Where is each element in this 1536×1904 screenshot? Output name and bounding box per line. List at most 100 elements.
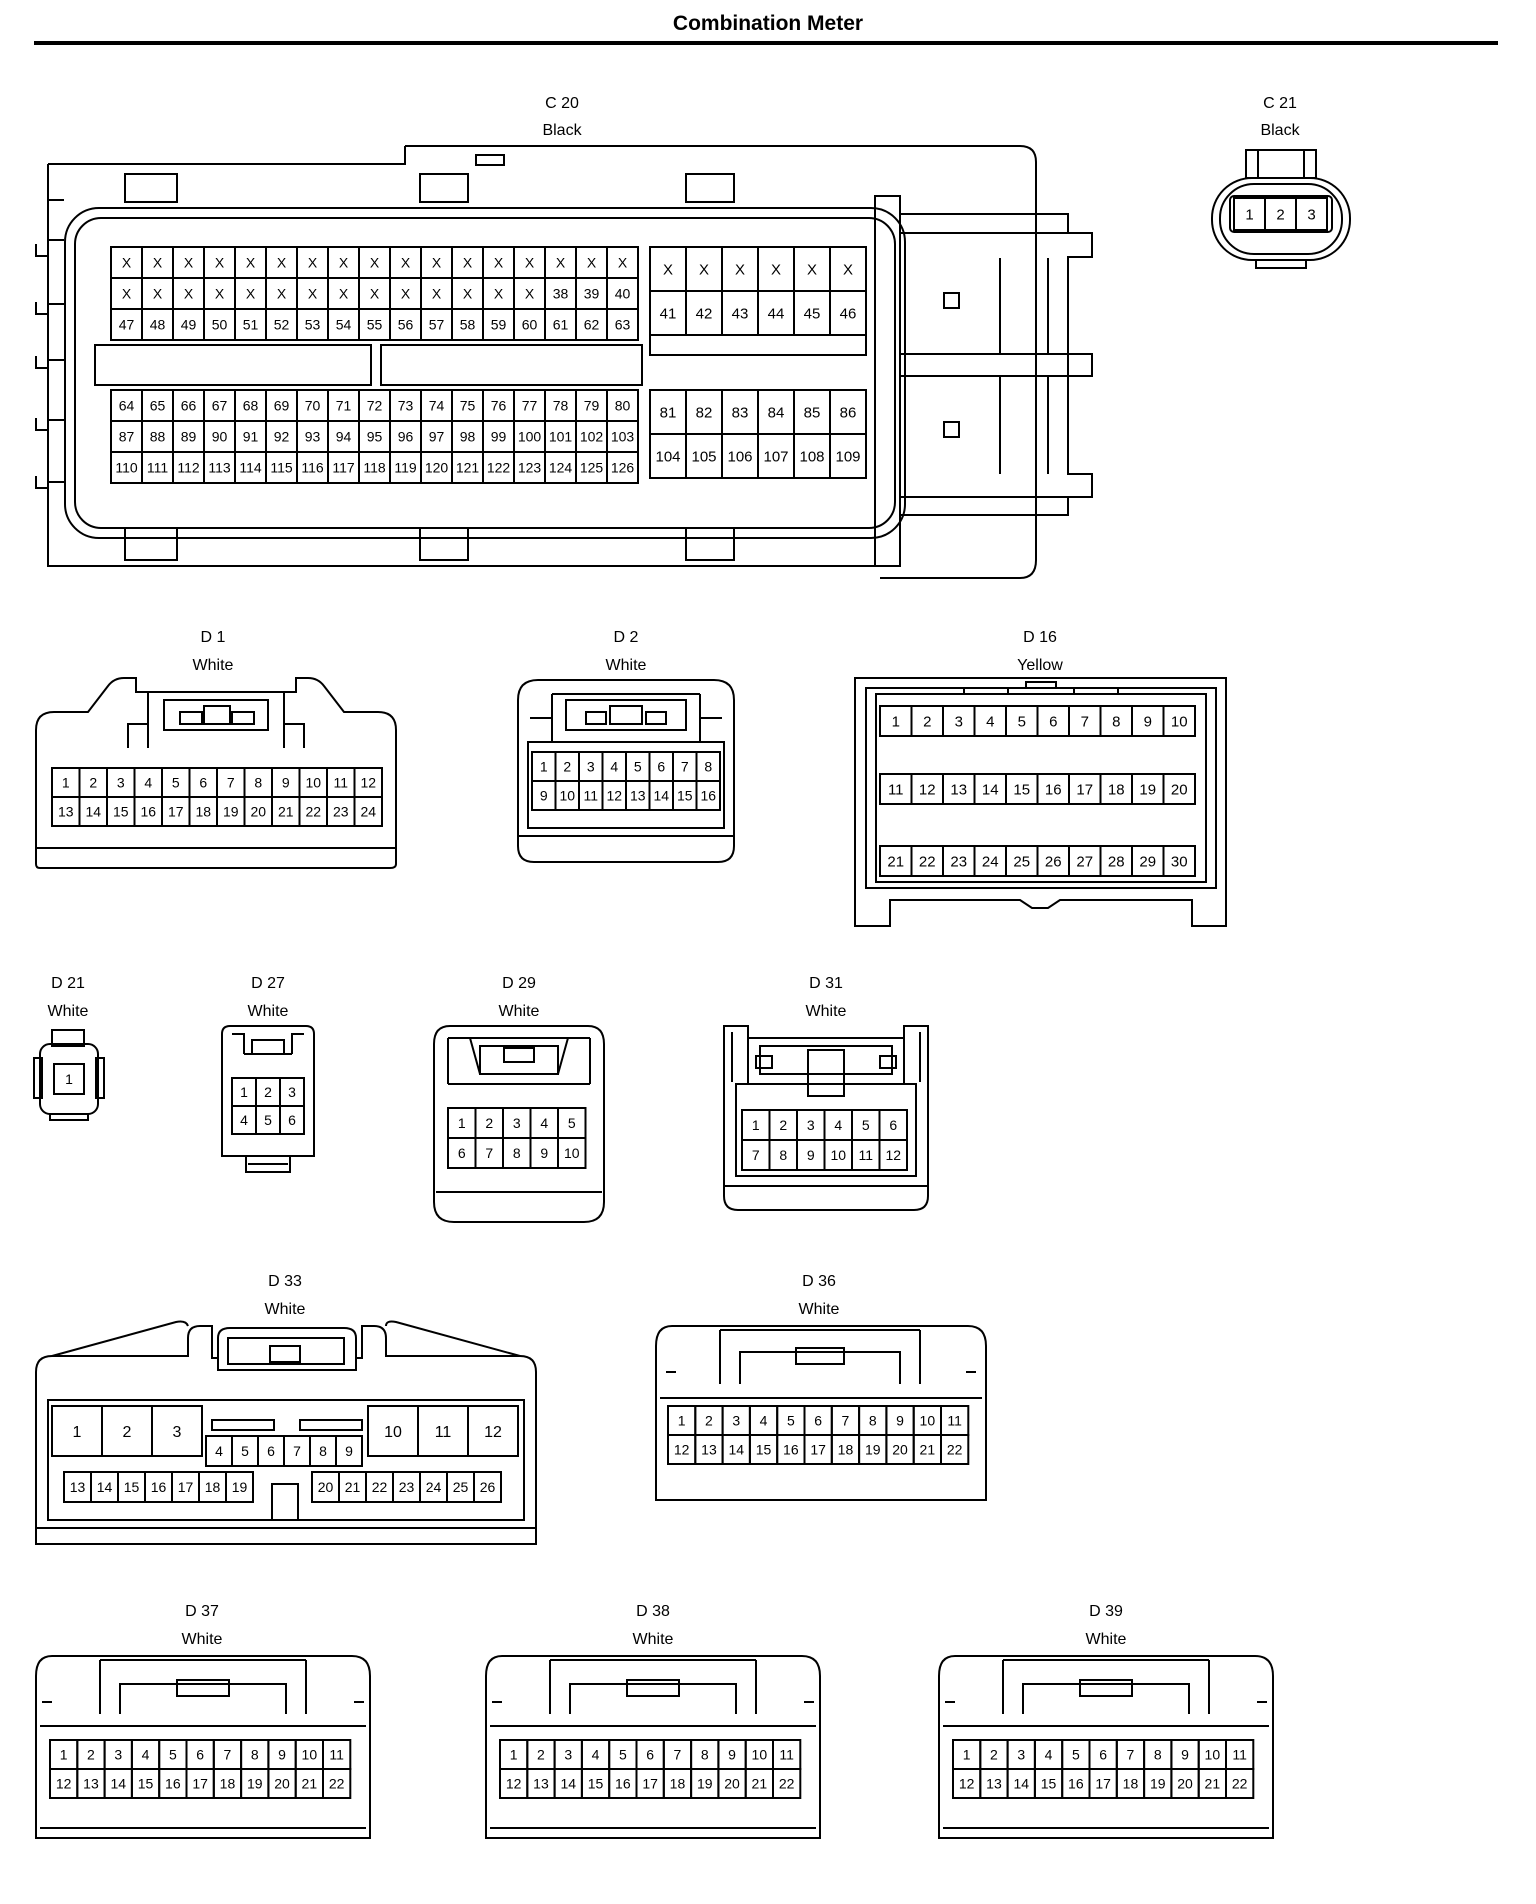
pin-label: 83 [732,404,749,421]
pin-label: 4 [142,1747,150,1763]
pin-label: 20 [250,804,266,820]
connector-d2-housing [517,679,735,863]
pin-unused-label: X [463,286,473,302]
pin-label: 91 [243,429,259,445]
housing-outline [490,1725,816,1829]
pin-label: 109 [835,448,860,465]
pin-label: 103 [611,429,635,445]
pin-label: 19 [247,1776,263,1792]
pin-unused-label: X [339,255,349,271]
pin-label: 6 [1099,1747,1107,1763]
pin-label: 116 [301,460,324,476]
pin-unused-label: X [122,255,132,271]
pin-label: 126 [611,460,635,476]
connector-color: White [633,1631,674,1648]
pin-label: 12 [674,1442,690,1458]
pin-label: 8 [513,1145,521,1161]
pin-label: 22 [1232,1776,1248,1792]
pin-label: 5 [172,775,180,791]
pin-label: 6 [657,759,665,775]
pin-label: 24 [360,804,376,820]
pin-label: 11 [435,1424,452,1441]
pin-label: 7 [227,775,235,791]
pin-label: 9 [540,1145,548,1161]
pin-label: 12 [360,775,376,791]
pin-label: 41 [660,305,677,322]
pin-label: 14 [982,781,999,798]
pin-unused-label: X [246,255,256,271]
pin-label: 52 [274,317,290,333]
connector-d38-housing [485,1655,821,1839]
housing-outline [485,1655,821,1839]
housing-outline [938,1655,1274,1839]
pin-label: 72 [367,398,383,414]
pin-label: 14 [110,1776,126,1792]
pin-grid-d21: 1 [53,1063,85,1095]
pin-label: 10 [830,1147,846,1163]
pin-label: 7 [224,1747,232,1763]
pin-label: 11 [333,775,348,791]
connector-code: D 33 [268,1273,302,1290]
pin-label: 21 [302,1776,318,1792]
pin-label: 10 [559,788,575,804]
pin-unused-label: X [432,286,442,302]
pin-label: 63 [615,317,631,333]
pin-label: 8 [701,1747,709,1763]
pin-label: 7 [1127,1747,1135,1763]
connector-color: White [806,1003,847,1020]
pin-label: 7 [485,1145,493,1161]
pin-label: 19 [1139,781,1156,798]
pin-label: 14 [728,1442,744,1458]
connector-d39-housing [938,1655,1274,1839]
pin-label: 119 [394,460,417,476]
pin-label: 82 [696,404,713,421]
connector-code: D 38 [636,1603,670,1620]
pin-unused-label: X [463,255,473,271]
pin-label: 71 [336,398,352,414]
pin-label: 22 [372,1479,388,1495]
pin-label: 10 [384,1424,402,1441]
pin-label: 59 [491,317,507,333]
pin-label: 1 [60,1747,68,1763]
connector-color: White [499,1003,540,1020]
pin-label: 43 [732,305,749,322]
pin-label: 97 [429,429,445,445]
connector-c20-housing [35,145,1093,579]
pin-label: 9 [807,1147,815,1163]
pin-label: 15 [138,1776,154,1792]
pin-label: 2 [537,1747,545,1763]
connector-code: D 21 [51,975,85,992]
connector-d36-housing [655,1325,987,1501]
pin-unused-label: X [401,255,411,271]
pin-label: 5 [862,1117,870,1133]
pin-label: 2 [1276,206,1284,223]
pin-label: 64 [119,398,135,414]
pin-unused-label: X [370,255,380,271]
housing-outline [35,1655,371,1839]
pin-label: 80 [615,398,631,414]
pin-label: 27 [1076,853,1093,870]
pin-label: 4 [834,1117,842,1133]
pin-label: 20 [1171,781,1188,798]
pin-label: 8 [251,1747,259,1763]
pin-label: 84 [768,404,785,421]
pin-label: 11 [888,781,904,798]
pin-label: 98 [460,429,476,445]
pin-label: 50 [212,317,228,333]
connector-color: Black [542,122,582,139]
pin-label: 4 [215,1443,223,1459]
housing-outline [99,1659,307,1714]
pin-label: 12 [506,1776,522,1792]
pin-label: 112 [177,460,200,476]
connector-color: White [606,657,647,674]
pin-label: 3 [513,1115,521,1131]
pin-label: 11 [947,1413,962,1429]
pin-label: 11 [329,1747,344,1763]
